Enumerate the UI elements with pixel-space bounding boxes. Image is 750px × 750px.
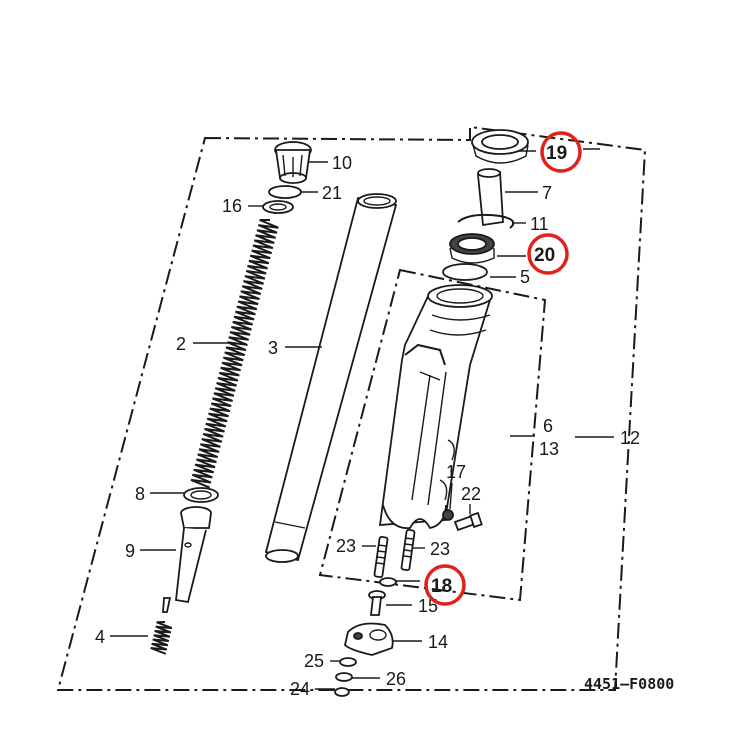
highlight-18 [424, 564, 466, 606]
axle-stud-right [400, 528, 416, 572]
rebound-spring [150, 621, 173, 655]
back-up-ring [442, 263, 488, 281]
drain-bolt [453, 511, 483, 532]
damper-rod [162, 506, 212, 613]
callout-17: 17 [446, 462, 466, 482]
callout-24: 24 [290, 679, 310, 699]
callout-19: 19 [546, 143, 567, 164]
callout-23-left: 23 [336, 536, 356, 556]
callout-12: 12 [620, 428, 640, 448]
callout-15: 15 [418, 596, 438, 616]
fork-slider [378, 284, 493, 530]
callout-7: 7 [542, 183, 552, 203]
nut-24 [334, 687, 350, 697]
assembly-boundary-outer [56, 125, 647, 691]
axle-holder [344, 622, 394, 656]
spring-seat [262, 200, 294, 214]
axle-stud-left [373, 535, 389, 579]
callout-21: 21 [322, 183, 342, 203]
copper-washer [379, 577, 397, 587]
callout-labels: 10 21 16 2 3 7 11 5 6 13 12 17 22 8 9 23… [95, 143, 640, 699]
highlight-19 [540, 131, 582, 173]
sealing-washer [442, 509, 454, 521]
socket-bolt [368, 590, 386, 616]
callout-18: 18 [431, 576, 452, 597]
highlight-circles [424, 131, 582, 606]
o-ring [268, 185, 302, 199]
highlight-20 [527, 233, 569, 275]
piston-ring [183, 487, 219, 503]
callout-8: 8 [135, 484, 145, 504]
dust-seal [471, 129, 529, 164]
fork-tube [264, 193, 398, 563]
diagram-code: 4451–F0800 [584, 675, 674, 693]
leader-lines [110, 148, 614, 690]
callout-6: 6 [543, 416, 553, 436]
fork-spring [190, 219, 279, 489]
callout-10: 10 [332, 153, 352, 173]
assembly-boundary-inner [318, 268, 547, 602]
callout-2: 2 [176, 334, 186, 354]
callout-16: 16 [222, 196, 242, 216]
callout-5: 5 [520, 267, 530, 287]
callout-4: 4 [95, 627, 105, 647]
slide-bushing [477, 168, 504, 227]
fork-cap-bolt [274, 141, 312, 184]
oil-seal [449, 233, 495, 264]
callout-13: 13 [539, 439, 559, 459]
nut-25 [339, 657, 357, 667]
callout-11: 11 [530, 214, 549, 234]
washer-26 [335, 672, 353, 682]
callout-3: 3 [268, 338, 278, 358]
callout-25: 25 [304, 651, 324, 671]
callout-9: 9 [125, 541, 135, 561]
callout-20: 20 [534, 245, 555, 266]
callout-23-right: 23 [430, 539, 450, 559]
callout-14: 14 [428, 632, 448, 652]
callout-22: 22 [461, 484, 481, 504]
callout-26: 26 [386, 669, 406, 689]
